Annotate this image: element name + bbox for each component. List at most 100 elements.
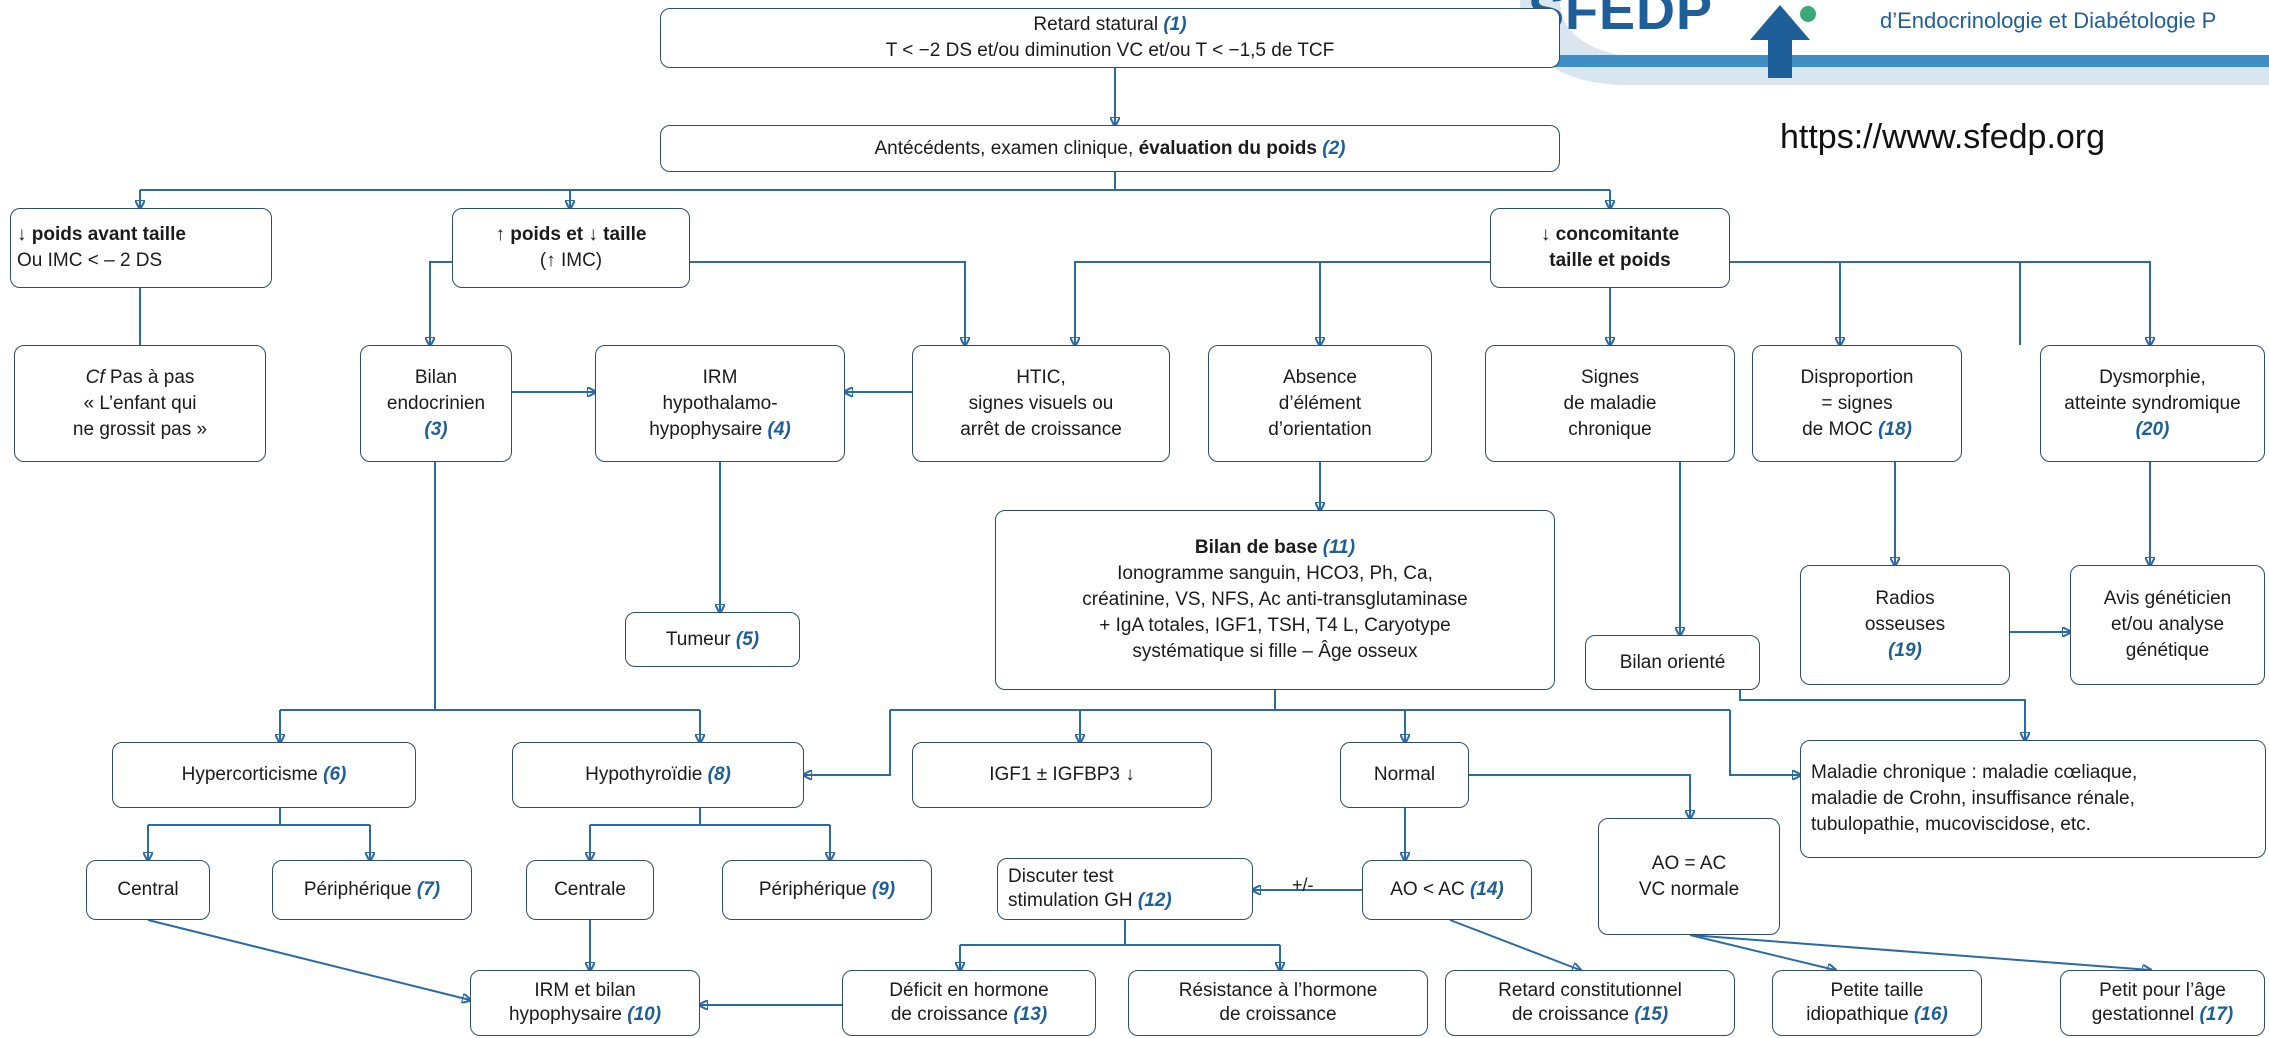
tumeur-l1: Tumeur <box>665 628 736 650</box>
node-avis-geneticien: Avis généticien et/ou analyse génétique <box>2070 565 2265 685</box>
edge-aoac-retard <box>1449 919 1580 970</box>
node-maladie-chronique: Signes de maladie chronique <box>1485 345 1735 462</box>
pasapas-l1: Pas à pas <box>104 366 195 388</box>
dysmorphie-l2: atteinte syndromique <box>2064 392 2241 414</box>
irm-ref: (4) <box>767 418 791 440</box>
deficit-line2: de croissance (13) <box>891 1003 1047 1027</box>
retard-const-ref: (15) <box>1634 1004 1669 1025</box>
poids-avant-l1: ↓ poids avant taille <box>17 224 186 245</box>
pasapas-cf: Cf <box>85 366 105 388</box>
bilan-endo-l2: endocrinien <box>386 392 486 414</box>
node-pas-a-pas: Cf Pas à pas « L’enfant qui ne grossit p… <box>14 345 266 462</box>
petite-taille-ref: (16) <box>1913 1004 1948 1025</box>
node-antecedents: Antécédents, examen clinique, évaluation… <box>660 125 1560 172</box>
node-disproportion: Disproportion = signes de MOC (18) <box>1752 345 1962 462</box>
node-central: Central <box>86 860 210 920</box>
bilan-base-l4: systématique si fille – Âge osseux <box>1132 641 1418 662</box>
edge-poids-taille-htic <box>690 261 965 345</box>
bilan-base-title-text: Bilan de base <box>1194 537 1323 558</box>
hypothyr-ref: (8) <box>707 764 731 785</box>
maladie-list-l3: tubulopathie, mucoviscidose, etc. <box>1811 814 2091 835</box>
node-petit-age: Petit pour l’âge gestationnel (17) <box>2060 970 2265 1036</box>
petit-age-l1: Petit pour l’âge <box>2099 980 2226 1001</box>
hypercort-ref: (6) <box>323 764 347 785</box>
edge-central-irm <box>147 919 470 1000</box>
website-url[interactable]: https://www.sfedp.org <box>1780 118 2106 156</box>
node-irm-bilan-hypophysaire: IRM et bilan hypophysaire (10) <box>470 970 700 1036</box>
retard-const-line2: de croissance (15) <box>1512 1003 1668 1027</box>
radios-l2: osseuses <box>1864 614 1946 635</box>
logo-banner <box>1520 0 2269 85</box>
node-maladie-liste: Maladie chronique : maladie cœliaque, ma… <box>1800 740 2266 858</box>
central-l1: Central <box>117 879 179 900</box>
peri7-l1: Périphérique <box>303 879 417 900</box>
logo-arrow-icon <box>1750 5 1816 78</box>
aoeq-l2: VC normale <box>1638 878 1740 900</box>
deficit-l1: Déficit en hormone <box>889 980 1049 1001</box>
bilan-base-title: Bilan de base (11) <box>1195 535 1355 561</box>
edge-bilan-down <box>280 462 700 711</box>
aoac-line: AO < AC (14) <box>1390 877 1504 903</box>
htic-l1: HTIC, <box>1016 366 1066 388</box>
antecedents-ref: (2) <box>1322 137 1346 159</box>
node-ao-eq-ac: AO = AC VC normale <box>1598 818 1780 935</box>
dispro-l1: Disproportion <box>1800 366 1914 388</box>
bilan-base-ref: (11) <box>1322 537 1356 558</box>
edge-to-dysmorphie <box>2020 261 2150 345</box>
antecedents-bold: évaluation du poids <box>1138 137 1317 159</box>
node-hypercorticisme: Hypercorticisme (6) <box>112 742 416 808</box>
tumeur-line: Tumeur (5) <box>666 627 759 653</box>
petit-age-ref: (17) <box>2199 1004 2234 1025</box>
node-petite-taille: Petite taille idiopathique (16) <box>1772 970 1982 1036</box>
node-hypothyroidie: Hypothyroïdie (8) <box>512 742 804 808</box>
irm-l1: IRM <box>702 366 738 388</box>
poids-taille-l2: (↑ IMC) <box>539 250 603 271</box>
irm-bilan-l1: IRM et bilan <box>534 980 636 1001</box>
node-irm-hypothalamo: IRM hypothalamo- hypophysaire (4) <box>595 345 845 462</box>
edge-aoeq-petit <box>1689 934 2150 970</box>
dysmorphie-ref: (20) <box>2135 418 2170 440</box>
dispro-line3: de MOC (18) <box>1802 417 1912 443</box>
node-bilan-endocrinien: Bilan endocrinien (3) <box>360 345 512 462</box>
bilan-oriente-l1: Bilan orienté <box>1619 651 1726 673</box>
peri9-ref: (9) <box>871 879 896 900</box>
node-igf1: IGF1 ± IGFBP3 ↓ <box>912 742 1212 808</box>
node-bilan-de-base: Bilan de base (11) Ionogramme sanguin, H… <box>995 510 1555 690</box>
antecedents-line: Antécédents, examen clinique, évaluation… <box>875 136 1346 162</box>
retard-const-l2: de croissance <box>1511 1004 1635 1025</box>
node-ao-lt-ac: AO < AC (14) <box>1362 860 1532 920</box>
antecedents-pre: Antécédents, examen clinique, <box>874 137 1139 159</box>
logo-dot <box>1800 6 1816 22</box>
edge-hypercort-split <box>148 808 370 826</box>
pasapas-line1: Cf Pas à pas <box>86 365 195 391</box>
edge-label-plus-minus: +/- <box>1292 875 1314 895</box>
edge-hypothyr-split <box>590 808 830 826</box>
irm-bilan-line2: hypophysaire (10) <box>509 1003 661 1027</box>
petite-taille-line2: idiopathique (16) <box>1806 1003 1948 1027</box>
hypothyr-l1: Hypothyroïdie <box>585 764 708 785</box>
node-peripherique-9: Périphérique (9) <box>722 860 932 920</box>
aoac-l1: AO < AC <box>1390 879 1470 900</box>
deficit-ref: (13) <box>1013 1004 1048 1025</box>
peri9-line: Périphérique (9) <box>759 877 895 903</box>
edge-poids-taille-bilan <box>430 261 452 345</box>
retard-ref: (1) <box>1163 14 1187 35</box>
edge-bilanbase-down <box>890 690 1730 711</box>
bilan-endo-ref: (3) <box>424 418 448 440</box>
deficit-l2: de croissance <box>890 1004 1014 1025</box>
hypothyr-line: Hypothyroïdie (8) <box>585 762 731 788</box>
maladie-list-l2: maladie de Crohn, insuffisance rénale, <box>1811 788 2135 809</box>
chron-l2: de maladie <box>1563 392 1657 414</box>
htic-l3: arrêt de croissance <box>960 418 1122 440</box>
discuter-l2: stimulation GH <box>1008 890 1138 911</box>
node-poids-et-taille: ↑ poids et ↓ taille (↑ IMC) <box>452 208 690 288</box>
node-normal: Normal <box>1340 742 1469 808</box>
edge-oriente-maladie <box>1739 690 2025 740</box>
bilan-base-l2: créatinine, VS, NFS, Ac anti-transglutam… <box>1082 589 1468 610</box>
edge-aoeq-petite <box>1689 934 1835 970</box>
chron-l3: chronique <box>1568 418 1652 440</box>
htic-l2: signes visuels ou <box>968 392 1114 414</box>
dispro-l3: de MOC <box>1802 418 1879 440</box>
edge-antecedents-split <box>140 172 1610 191</box>
edge-discuter-split <box>960 920 1280 946</box>
